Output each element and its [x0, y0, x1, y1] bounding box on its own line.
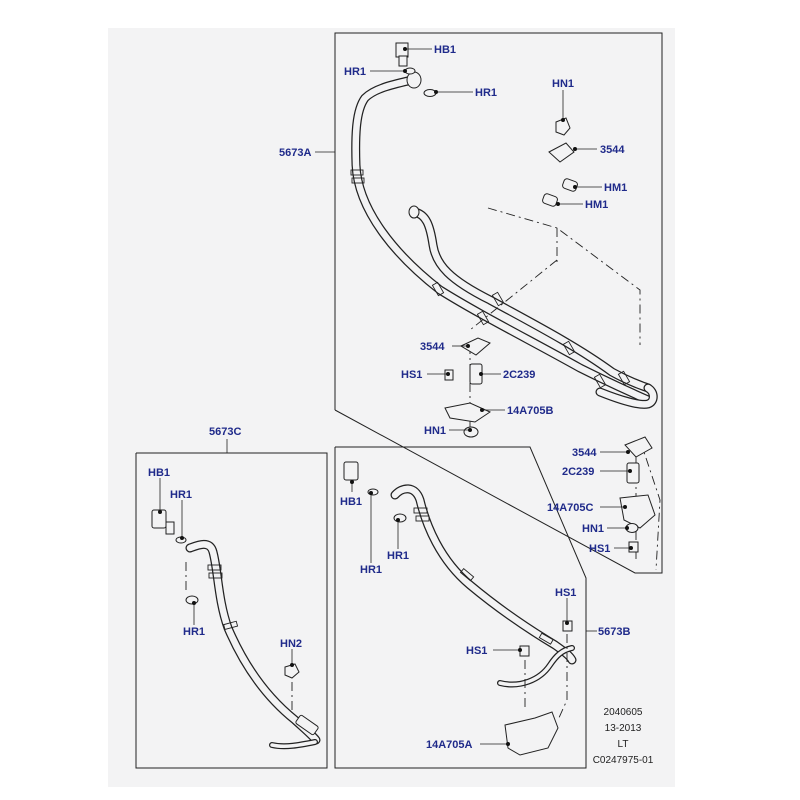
label-14a705a: 14A705A	[426, 739, 473, 751]
label-hs1-upper: HS1	[401, 369, 422, 381]
hose-5673a-main	[350, 71, 658, 409]
hm1-grommet	[542, 193, 558, 207]
bracket-3544-right	[624, 436, 653, 458]
label-5673c: 5673C	[209, 426, 241, 438]
label-hs1-lower-b: HS1	[466, 645, 487, 657]
hb1-bolt-shank	[398, 55, 408, 67]
label-5673a: 5673A	[279, 147, 311, 159]
label-14a705c: 14A705C	[547, 502, 594, 514]
label-hr1-upper-a: HR1	[344, 66, 366, 78]
label-hn2: HN2	[280, 638, 302, 650]
label-hb1-left: HB1	[148, 467, 170, 479]
hose-band	[415, 515, 430, 522]
label-3544-top: 3544	[600, 144, 625, 156]
hose-5673c	[151, 509, 321, 750]
label-hr1-upper-b: HR1	[475, 87, 497, 99]
bracket-14a705a	[504, 711, 559, 756]
sensor-2c239-right	[626, 462, 640, 484]
hr1-washer-lower-b	[393, 513, 407, 523]
hb1-bolt-left-shank	[165, 521, 175, 535]
upper-parts	[395, 42, 578, 438]
bracket-3544	[548, 142, 575, 163]
label-hn1-right: HN1	[582, 523, 604, 535]
label-hr1-left-b: HR1	[183, 626, 205, 638]
bracket-14a705c	[619, 494, 656, 529]
label-2c239-right: 2C239	[562, 466, 594, 478]
label-5673b: 5673B	[598, 626, 630, 638]
label-hb1-lower: HB1	[340, 496, 362, 508]
hn1-nut-mid	[463, 426, 479, 438]
hose-band	[207, 564, 222, 571]
ref-code-3: LT	[618, 739, 629, 750]
hose-end-fitting	[408, 205, 420, 219]
diagram-background	[108, 28, 675, 787]
hose-band	[431, 281, 445, 297]
label-hs1-right: HS1	[589, 543, 610, 555]
hose-band	[351, 177, 365, 184]
label-hb1-upper: HB1	[434, 44, 456, 56]
right-parts	[619, 436, 656, 553]
bracket-3544-mid	[459, 337, 491, 356]
hm1-grommet	[562, 178, 578, 192]
hr1-washer	[423, 89, 437, 97]
hose-band	[538, 632, 554, 645]
hose-band	[350, 169, 364, 176]
label-hm1-a: HM1	[604, 182, 627, 194]
label-hn1-mid: HN1	[424, 425, 446, 437]
upper-frame	[334, 32, 663, 574]
hr1-washer-left-b	[185, 595, 199, 605]
lower-frame	[334, 446, 587, 769]
hose-band	[617, 370, 631, 386]
label-hr1-lower-a: HR1	[360, 564, 382, 576]
hose-end-fitting	[295, 714, 319, 736]
hs1-bolt-right	[628, 541, 639, 553]
bracket-14a705b	[444, 402, 492, 423]
hose-band	[413, 507, 428, 514]
label-hr1-left-a: HR1	[170, 489, 192, 501]
label-hm1-b: HM1	[585, 199, 608, 211]
hose-band	[223, 620, 239, 631]
callout-leaders	[158, 47, 633, 746]
label-2c239-upper: 2C239	[503, 369, 535, 381]
label-14a705b: 14A705B	[507, 405, 554, 417]
label-hr1-lower-b: HR1	[387, 550, 409, 562]
ref-code-1: 2040605	[604, 707, 643, 718]
hose-band	[491, 291, 505, 307]
hb1-bolt-left	[151, 509, 167, 529]
hose-band	[476, 310, 490, 326]
hose-5673b	[343, 461, 577, 756]
ref-code-2: 13-2013	[605, 723, 642, 734]
hose-band	[208, 572, 223, 579]
hs1-bolt-lower-a	[562, 620, 573, 632]
label-hn1-top: HN1	[552, 78, 574, 90]
label-3544-mid: 3544	[420, 341, 445, 353]
left-frame	[135, 452, 328, 769]
label-3544-right: 3544	[572, 447, 597, 459]
hose-band	[562, 340, 576, 356]
hb1-bolt-lower	[343, 461, 359, 481]
hose-band	[459, 567, 475, 582]
label-hs1-lower-a: HS1	[555, 587, 576, 599]
ref-code-4: C0247975-01	[593, 755, 654, 766]
hose-band	[593, 373, 607, 389]
